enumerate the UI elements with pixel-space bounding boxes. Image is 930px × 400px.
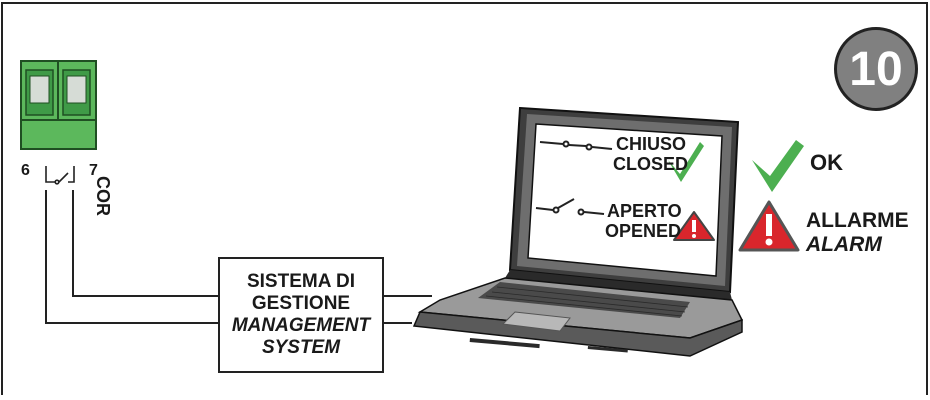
- management-line-4: SYSTEM: [261, 337, 341, 358]
- open-it-label: APERTO: [607, 201, 682, 221]
- ok-label: OK: [810, 150, 843, 175]
- closed-it-label: CHIUSO: [616, 134, 687, 154]
- terminal-block: [20, 60, 97, 150]
- closed-switch-symbol: [539, 140, 613, 151]
- closed-check-icon: [668, 142, 704, 182]
- open-en-label: OPENED: [605, 221, 682, 241]
- opened-warning-icon: [673, 211, 715, 241]
- wiring: [45, 190, 432, 324]
- alarm-warning-icon: [738, 200, 800, 252]
- management-line-1: SISTEMA DI: [246, 271, 356, 292]
- cor-label: COR: [93, 176, 113, 216]
- management-line-2: GESTIONE: [251, 293, 351, 314]
- laptop-illustration: [412, 106, 744, 357]
- open-switch-symbol: [535, 198, 605, 216]
- management-system-box: SISTEMA DI GESTIONE MANAGEMENT SYSTEM: [218, 257, 384, 373]
- alarm-en-label: ALARM: [806, 233, 882, 256]
- management-line-3: MANAGEMENT: [231, 315, 371, 336]
- relay-contact-symbol: [45, 166, 75, 185]
- frame-border: [1, 2, 928, 395]
- step-number-badge: 10: [834, 27, 918, 111]
- terminal-pin-6-label: 6: [21, 162, 30, 179]
- ok-check-icon: [752, 140, 804, 192]
- closed-en-label: CLOSED: [613, 154, 689, 174]
- alarm-it-label: ALLARME: [806, 209, 909, 232]
- terminal-pin-7-label: 7: [89, 162, 98, 179]
